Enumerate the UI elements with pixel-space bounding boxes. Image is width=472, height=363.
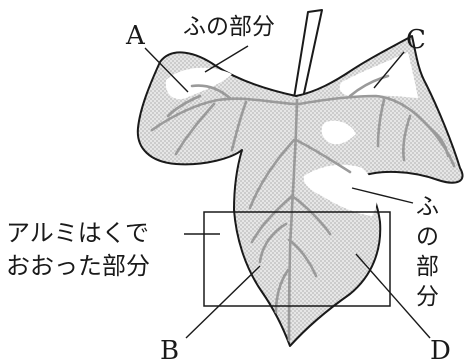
label-a: A: [125, 21, 146, 51]
foil-label-line1: アルミはくで: [6, 219, 149, 247]
foil-label-line2: おおった部分: [6, 252, 150, 280]
label-d: D: [430, 336, 451, 363]
fu-right-char: ふ: [416, 194, 439, 220]
fu-right-label: ふ の 部 分: [416, 194, 439, 310]
fu-right-char: 分: [416, 284, 439, 310]
fu-right-char: の: [416, 224, 439, 250]
fu-right-char: 部: [416, 254, 439, 280]
leaf-stem: [294, 10, 322, 98]
fu-top-label: ふの部分: [183, 14, 275, 40]
label-b: B: [160, 336, 179, 363]
label-c: C: [406, 25, 426, 55]
